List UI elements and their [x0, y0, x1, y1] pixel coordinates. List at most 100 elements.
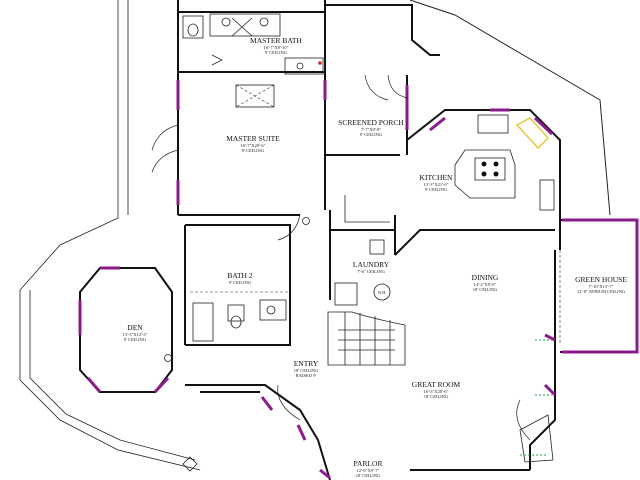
plumbing-marker-red — [318, 61, 322, 65]
wall-porch-north — [325, 4, 440, 56]
dims-parlor: 12'-6"X9'-7" — [357, 468, 380, 473]
ceiling-kitchen: 9' CEILING — [425, 187, 448, 192]
label-kitchen: KITCHEN — [420, 173, 453, 182]
ceiling-master-suite: 9' CEILING — [242, 148, 265, 153]
green-house-glazing — [562, 218, 639, 354]
door-porch-double — [364, 74, 409, 101]
kitchen-island — [454, 149, 516, 199]
wall-den — [79, 267, 173, 393]
label-laundry: LAUNDRY — [353, 260, 390, 269]
wall-great-east — [529, 250, 556, 470]
door-master-double — [151, 124, 179, 173]
label-entry: ENTRY — [294, 359, 319, 368]
master-closet-skylight — [235, 84, 275, 108]
laundry-washer — [334, 282, 358, 306]
master-tub — [284, 57, 324, 75]
window-parlor — [319, 468, 331, 480]
wall-kitchen-bay — [406, 109, 561, 250]
ceiling-master-bath: 9' CEILING — [265, 50, 288, 55]
window-kitchen-3 — [533, 116, 554, 136]
burner-1 — [481, 161, 487, 167]
laundry-sink — [369, 239, 385, 255]
burner-3 — [481, 171, 487, 177]
bath2-toilet — [227, 304, 245, 322]
burner-4 — [493, 171, 499, 177]
label-great-room: GREAT ROOM — [412, 380, 461, 389]
kitchen-sink — [477, 114, 509, 134]
deck-outline-west — [19, 0, 201, 471]
walls — [19, 0, 639, 480]
label-green-house: GREEN HOUSE — [575, 275, 627, 284]
dims-great-room: 16'-3"X20'-6" — [423, 389, 448, 394]
kitchen-corner-counter — [515, 117, 550, 150]
window-entry-1 — [260, 396, 274, 411]
kitchen-cooktop — [474, 157, 506, 181]
kitchen-fridge — [539, 179, 555, 211]
master-toilet-bowl — [187, 23, 199, 37]
label-master-suite: MASTER SUITE — [226, 134, 280, 143]
doors — [151, 54, 531, 441]
burner-2 — [493, 161, 499, 167]
wall-entry — [185, 384, 331, 480]
hall-fixture-1 — [302, 217, 310, 225]
stair-outline — [327, 311, 406, 366]
dims-den: 13'-3"X12'-3" — [122, 332, 147, 337]
water-heater — [373, 283, 391, 301]
wall-dining-north — [394, 229, 555, 256]
tub-drain — [296, 62, 304, 70]
ceiling-screened-porch: 9' CEILING — [360, 132, 383, 137]
bath2-toilet-bowl — [230, 315, 242, 329]
deck-inner-west — [29, 290, 196, 461]
master-sink-1 — [221, 17, 231, 27]
label-den: DEN — [127, 323, 143, 332]
dims-screened-porch: 7'-7"X9'-8" — [361, 127, 382, 132]
wall-bath2 — [185, 224, 291, 346]
stair-treads — [338, 329, 395, 351]
door-master-bath — [211, 54, 223, 66]
door-hall — [277, 214, 301, 241]
ceiling-green-house: 12'-8" ATRIUM CEILING — [577, 289, 626, 294]
ceiling-den: 9' CEILING — [124, 337, 147, 342]
skylight-x — [235, 84, 275, 108]
room-labels: MASTER BATH 16'-7"X8'-10" 9' CEILING MAS… — [122, 36, 627, 478]
dims-master-bath: 16'-7"X8'-10" — [263, 45, 288, 50]
label-water-heater: W.H. — [378, 290, 386, 295]
ceiling-laundry: 7'-6" CEILING — [357, 269, 386, 274]
bath2-sink — [266, 305, 276, 315]
great-room-fireplace — [519, 414, 554, 463]
parlor-post — [182, 456, 198, 472]
windows — [78, 80, 557, 480]
window-great-2 — [543, 383, 557, 397]
master-sink-2 — [259, 17, 269, 27]
door-great-arc — [516, 399, 531, 441]
master-toilet — [182, 15, 204, 39]
door-entry-arc — [277, 384, 301, 421]
window-great-1 — [544, 333, 556, 342]
window-entry-2 — [296, 424, 307, 441]
ceiling-bath2: 9' CEILING — [229, 280, 252, 285]
wall-master-bath — [177, 0, 326, 13]
dims-master-suite: 16'-7"X20'-6" — [240, 143, 265, 148]
dims-dining: 14'-2"X9'-0" — [474, 282, 497, 287]
note-entry: RAISED 9' — [296, 373, 317, 378]
stair-risers — [344, 312, 391, 365]
window-den-3 — [86, 377, 102, 393]
window-den-4 — [153, 376, 170, 394]
master-vanity — [209, 13, 281, 37]
label-screened-porch: SCREENED PORCH — [338, 118, 404, 127]
label-bath2: BATH 2 — [227, 271, 252, 280]
label-dining: DINING — [472, 273, 499, 282]
ceiling-parlor: 18' CEILING — [356, 473, 381, 478]
wall-upper-east — [409, 0, 611, 216]
master-shower — [231, 17, 253, 37]
bath2-vanity — [259, 299, 287, 321]
window-kitchen-1 — [429, 116, 446, 132]
den-fixture — [164, 354, 172, 362]
ceiling-great-room: 18' CEILING — [424, 394, 449, 399]
ceiling-dining: 18' CEILING — [473, 287, 498, 292]
fixtures — [164, 13, 561, 472]
dims-green-house: 7'-10"X15'-7" — [588, 284, 613, 289]
ceiling-entry: 18' CEILING — [294, 368, 319, 373]
label-parlor: PARLOR — [354, 459, 383, 468]
